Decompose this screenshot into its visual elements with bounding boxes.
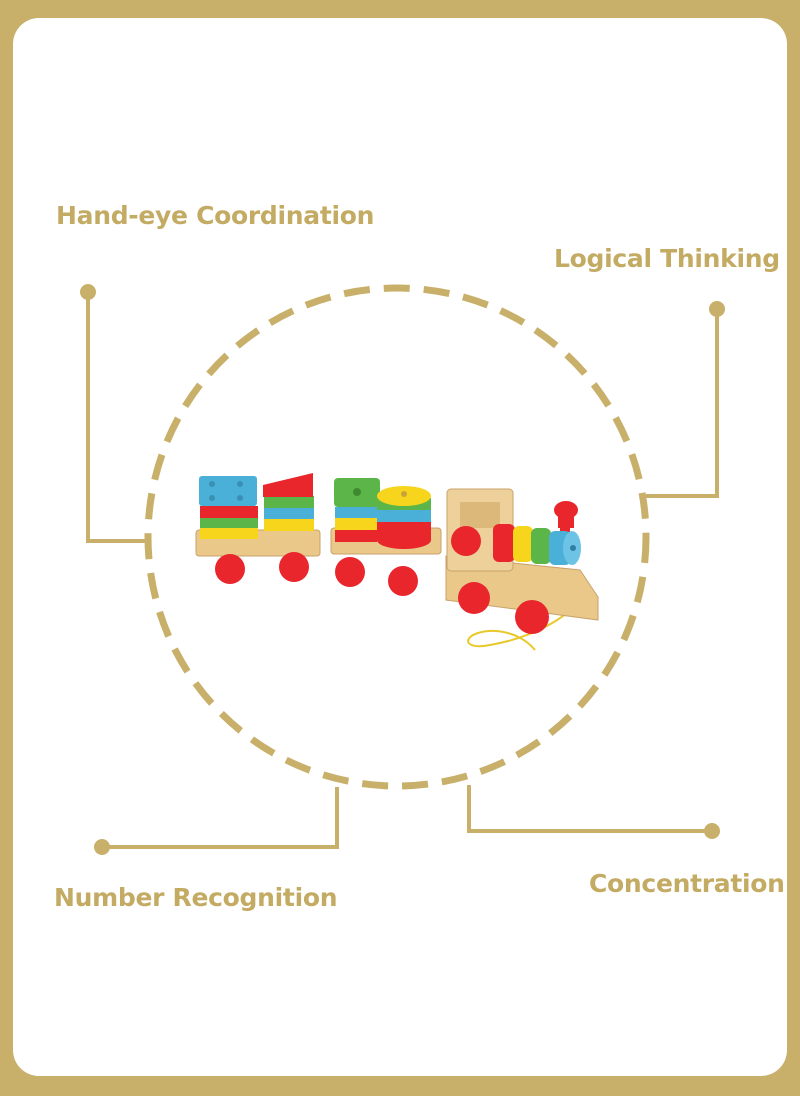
wagon-1 — [195, 473, 321, 584]
connector-number — [102, 787, 339, 849]
content-card: Hand-eye Coordination Logical Thinking N… — [13, 18, 787, 1076]
wagon-2 — [330, 478, 442, 596]
dot-concentration — [704, 823, 720, 839]
logical-thinking-label: Logical Thinking — [554, 244, 780, 273]
dot-hand-eye — [80, 284, 96, 300]
connector-concentration — [467, 785, 712, 833]
feature-diagram — [80, 284, 725, 855]
dot-number — [94, 839, 110, 855]
connector-hand-eye — [86, 292, 148, 543]
hand-eye-coordination-label: Hand-eye Coordination — [56, 201, 375, 230]
wooden-shape-sorter-train-illustration — [195, 473, 599, 651]
locomotive — [445, 488, 599, 634]
connector-logical — [646, 309, 719, 498]
dashed-circle — [144, 284, 650, 790]
number-recognition-label: Number Recognition — [54, 883, 338, 912]
dot-logical — [709, 301, 725, 317]
concentration-label: Concentration — [589, 869, 785, 898]
